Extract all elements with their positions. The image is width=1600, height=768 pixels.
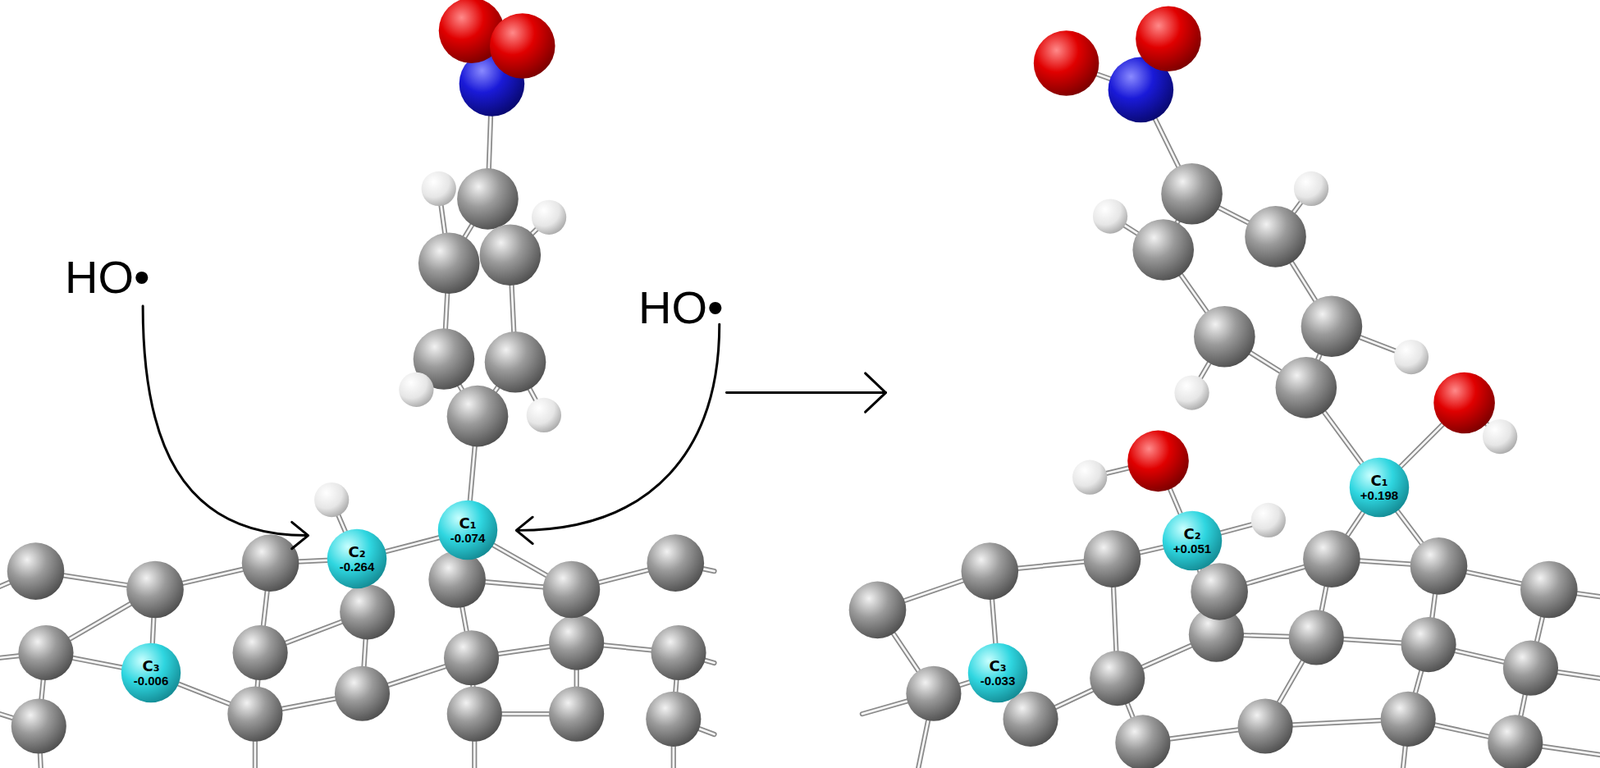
atom-symbol: C₃: [141, 658, 160, 675]
oxygen-atoms: [1127, 372, 1495, 492]
carbon-atoms: [849, 163, 1578, 768]
atom-charge: -0.264: [339, 560, 375, 574]
bond-lines: [0, 28, 715, 768]
nitro-group: [438, 0, 556, 117]
highlighted-atom: C₃-0.006: [120, 642, 182, 704]
atom-charge: +0.198: [1360, 489, 1399, 503]
atom-symbol: C₂: [1183, 526, 1201, 543]
atom-symbol: C₁: [1370, 473, 1388, 490]
atom-charge: +0.051: [1173, 542, 1212, 556]
carbon-atoms: [7, 168, 707, 754]
highlighted-atom: C₁-0.074: [437, 499, 499, 561]
bond-lines: [862, 38, 1600, 768]
atom-charge: -0.074: [450, 531, 486, 545]
hydrogen-atoms: [314, 171, 567, 517]
highlighted-atom: C₂-0.264: [326, 528, 388, 590]
highlighted-atom: C₃-0.033: [967, 642, 1029, 704]
attack-arrow: [516, 324, 719, 544]
attack-arrow: [142, 306, 308, 549]
atom-charge: -0.006: [133, 674, 170, 688]
atom-symbol: C₂: [347, 544, 366, 561]
radical-label: HO•: [64, 254, 151, 301]
atom-symbol: C₃: [988, 658, 1006, 675]
atom-charge: -0.033: [980, 674, 1016, 688]
nitro-group: [1033, 5, 1202, 123]
hydrogen-atoms: [1072, 171, 1518, 538]
highlighted-atom: C₂+0.051: [1161, 510, 1223, 572]
radical-label: HO•: [638, 284, 724, 331]
reaction-arrow: [726, 373, 886, 412]
atom-symbol: C₁: [458, 516, 476, 532]
highlighted-atom: C₁+0.198: [1348, 457, 1410, 518]
